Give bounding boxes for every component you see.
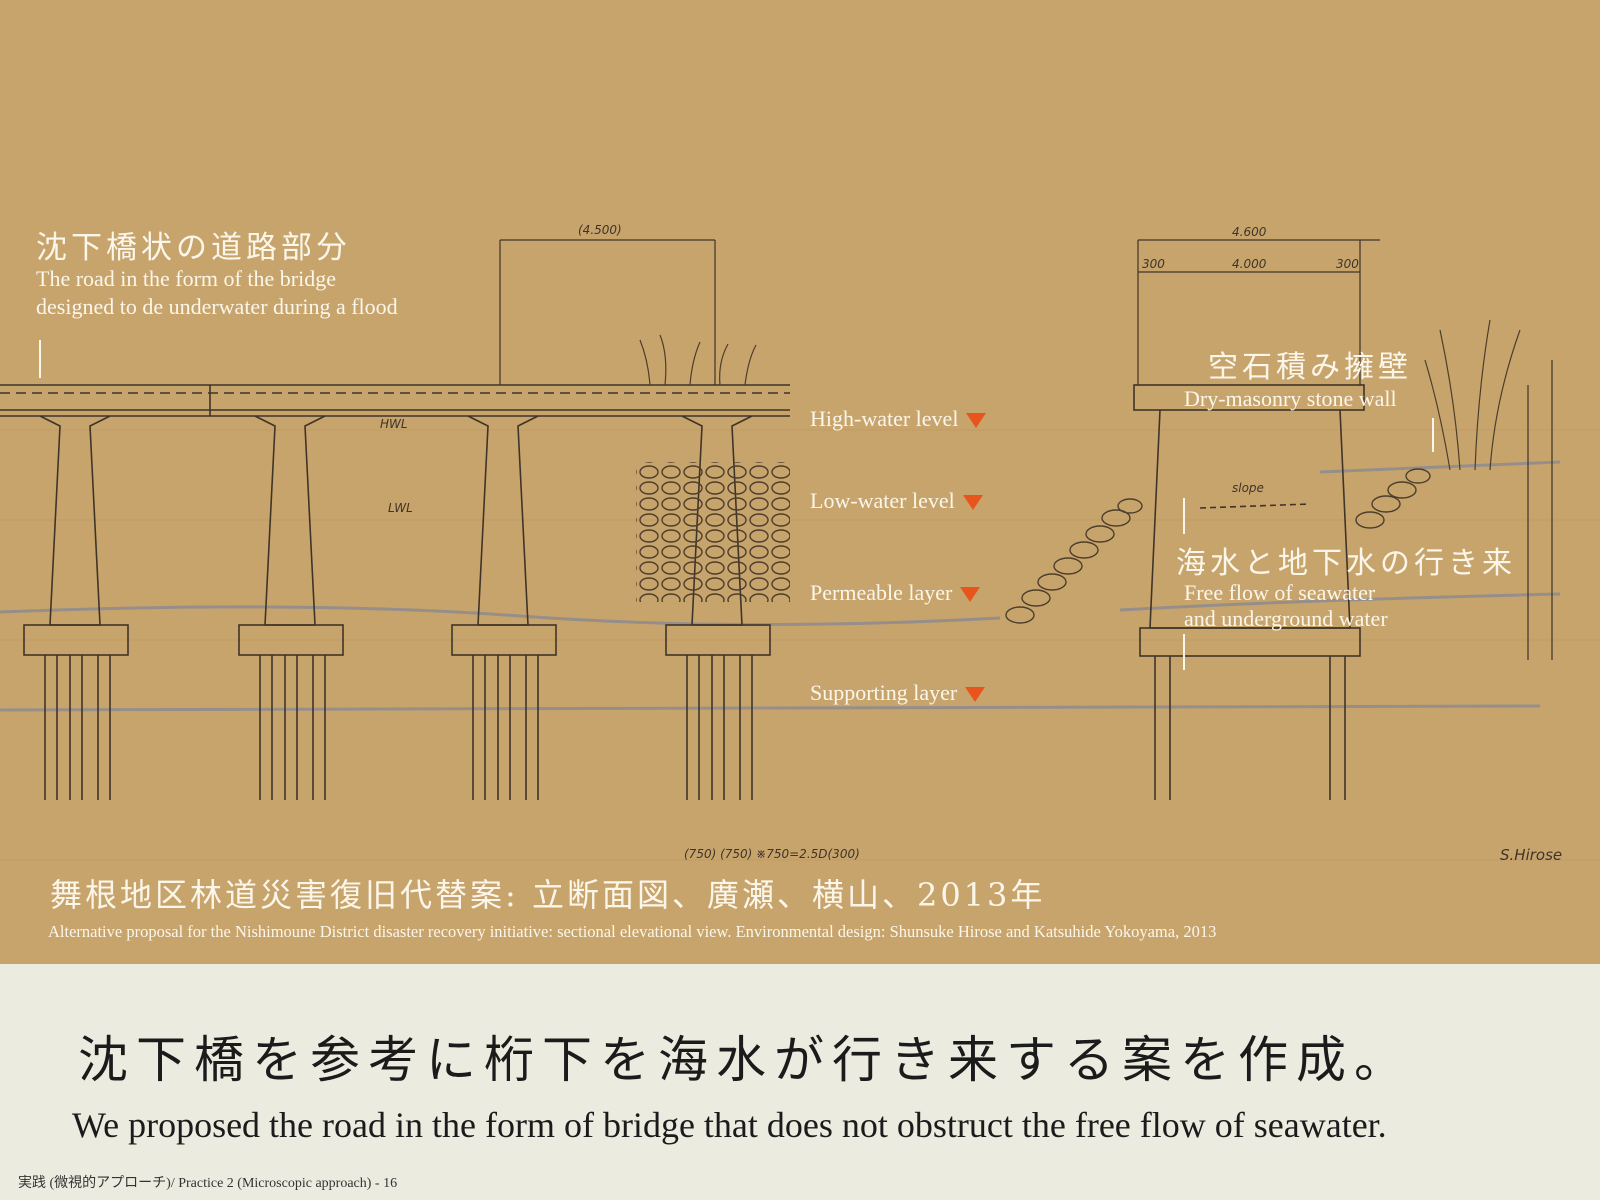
stone-wall <box>636 462 790 602</box>
section-drawing: (4.500) 4.600 4.000 300 300 HWL LWL slop… <box>0 223 1600 864</box>
dimension-lines <box>499 239 1553 660</box>
wall-label-jp: 空石積み擁壁 <box>1208 350 1412 385</box>
stone-slope <box>1005 468 1431 624</box>
road-label-en-line2: designed to de underwater during a flood <box>36 294 398 319</box>
flow-label-leader-bottom <box>1183 634 1185 670</box>
lwl-label: LWL <box>388 501 413 515</box>
dim-inner-label: 4.000 <box>1232 257 1267 271</box>
signature: S.Hirose <box>1500 846 1562 864</box>
level-marker-triangle <box>966 413 987 429</box>
flow-label-en-line1: Free flow of seawater <box>1184 580 1376 605</box>
wall-label-en: Dry-masonry stone wall <box>1184 386 1397 411</box>
flow-label-jp: 海水と地下水の行き来 <box>1176 546 1516 581</box>
hwl-label: HWL <box>380 417 408 431</box>
reed-plants <box>639 319 1521 471</box>
road-label-en-line1: The road in the form of the bridge <box>36 266 336 291</box>
level-low-water-text: Low-water level <box>810 488 955 513</box>
dim-span-label: (4.500) <box>578 223 622 237</box>
page-footer: 実践 (微視的アプローチ)/ Practice 2 (Microscopic a… <box>18 1176 398 1191</box>
level-marker-triangle <box>965 687 986 703</box>
road-label-leader <box>39 340 41 378</box>
drawing-title-jp: 舞根地区林道災害復旧代替案: 立断面図、廣瀬、横山、2013年 <box>50 876 1046 914</box>
road-label-jp: 沈下橋状の道路部分 <box>36 230 351 266</box>
drawing-title-en: Alternative proposal for the Nishimoune … <box>48 922 1217 941</box>
level-supporting: Supporting layer <box>810 680 986 706</box>
dim-left-label: 300 <box>1142 257 1165 271</box>
dim-right-label: 300 <box>1336 257 1359 271</box>
pier <box>665 415 771 800</box>
level-permeable-text: Permeable layer <box>810 580 953 605</box>
dim-top-label: 4.600 <box>1232 225 1267 239</box>
pier <box>23 415 129 800</box>
caption-panel <box>0 964 1600 1200</box>
bottom-dims: (750) (750) ※750=2.5D(300) <box>684 847 860 861</box>
flow-label-leader-top <box>1183 498 1185 534</box>
drawing-panel: (4.500) 4.600 4.000 300 300 HWL LWL slop… <box>0 0 1600 964</box>
level-supporting-text: Supporting layer <box>810 680 958 705</box>
bridge-piers <box>23 415 771 800</box>
wall-label-leader <box>1432 418 1434 452</box>
slope-label: slope <box>1232 481 1264 495</box>
paper-grid <box>0 429 1600 861</box>
level-marker-triangle <box>960 587 981 603</box>
ground-lines <box>0 460 1561 712</box>
level-marker-triangle <box>962 495 983 511</box>
pier <box>238 415 344 800</box>
abutment-section <box>1133 384 1365 800</box>
pier <box>451 415 557 800</box>
level-low-water: Low-water level <box>810 488 983 514</box>
level-permeable: Permeable layer <box>810 580 981 606</box>
caption-jp: 沈下橋を参考に桁下を海水が行き来する案を作成。 <box>78 1031 1412 1089</box>
level-high-water: High-water level <box>810 406 987 432</box>
level-high-water-text: High-water level <box>810 406 959 431</box>
caption-en: We proposed the road in the form of brid… <box>72 1105 1387 1145</box>
flow-label-en-line2: and underground water <box>1184 606 1388 631</box>
bridge-deck <box>0 384 790 417</box>
